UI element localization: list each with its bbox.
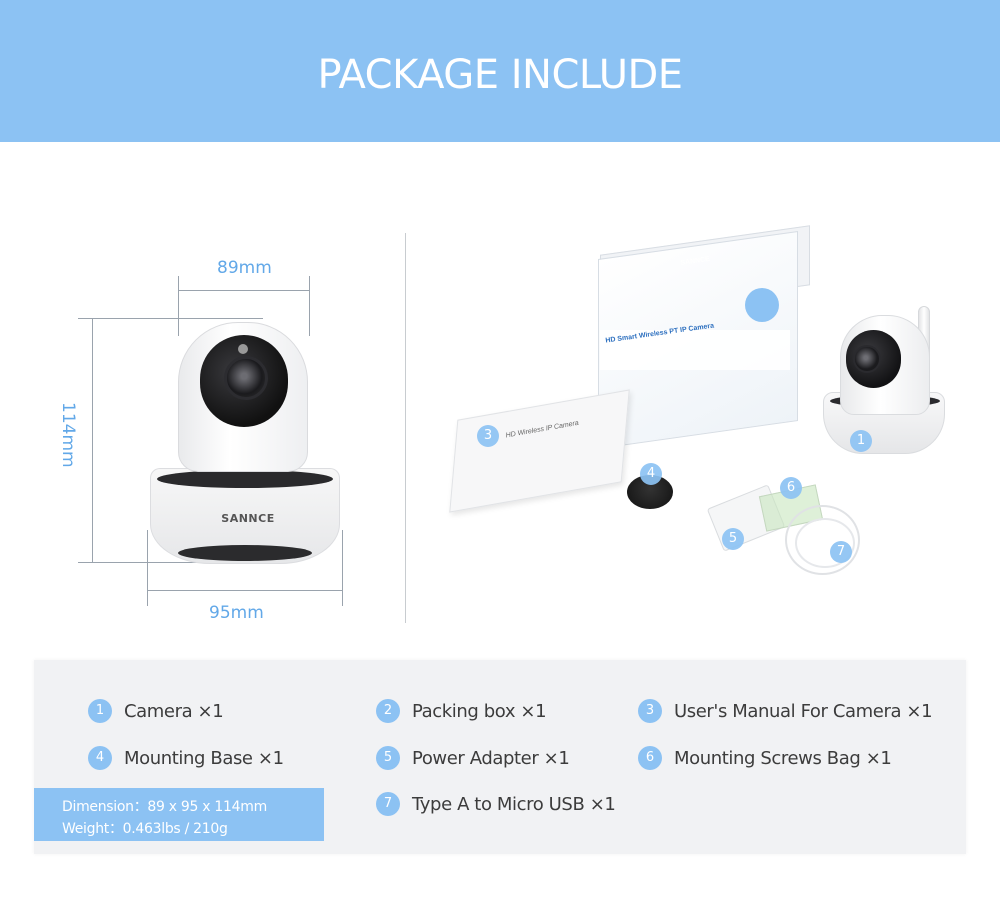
camera-lens	[224, 356, 268, 400]
specs-box	[34, 788, 324, 841]
camera-brand-logo: SANNCE	[221, 512, 275, 525]
list-item: 1 Camera ×1	[88, 698, 224, 724]
usb-cable-loop	[795, 518, 855, 568]
photo-badge-adapter: 5	[722, 528, 744, 550]
usb-cable	[785, 505, 860, 575]
item-label: Mounting Screws Bag ×1	[674, 747, 892, 769]
list-item: 5 Power Adapter ×1	[376, 745, 570, 771]
dimension-width-top-label: 89mm	[217, 258, 272, 278]
dimension-tick-top-left	[178, 276, 179, 336]
header-banner: PACKAGE INCLUDE	[0, 0, 1000, 142]
item-number-badge: 3	[638, 699, 662, 723]
list-item: 7 Type A to Micro USB ×1	[376, 791, 616, 817]
spec-dimension: Dimension：89 x 95 x 114mm	[62, 799, 267, 815]
item-label: User's Manual For Camera ×1	[674, 700, 933, 722]
photo-badge-camera: 1	[850, 430, 872, 452]
list-item: 2 Packing box ×1	[376, 698, 547, 724]
item-label: Type A to Micro USB ×1	[412, 793, 616, 815]
dimension-tick-bottom-right	[342, 530, 343, 606]
item-number-badge: 1	[88, 699, 112, 723]
dimension-tick-top-right	[309, 276, 310, 336]
section-divider	[405, 233, 406, 623]
item-number-badge: 6	[638, 746, 662, 770]
user-manual	[449, 389, 630, 513]
photo-camera-lens	[853, 345, 881, 373]
dimension-tick-height-bottom	[78, 562, 263, 563]
photo-badge-mount: 4	[640, 463, 662, 485]
item-label: Power Adapter ×1	[412, 747, 570, 769]
packing-box-circle	[745, 288, 779, 322]
dimension-width-bottom-label: 95mm	[209, 603, 264, 623]
dimension-height-label: 114mm	[58, 402, 78, 468]
dimension-tick-height-top	[78, 318, 263, 319]
item-number-badge: 5	[376, 746, 400, 770]
photo-badge-screws: 6	[780, 477, 802, 499]
list-item: 4 Mounting Base ×1	[88, 745, 284, 771]
camera-base-ring	[157, 470, 333, 488]
item-label: Packing box ×1	[412, 700, 547, 722]
dimension-line-height	[92, 318, 93, 563]
dimension-line-top	[178, 290, 310, 291]
camera-base-bottom	[178, 545, 312, 561]
spec-weight: Weight：0.463lbs / 210g	[62, 821, 228, 837]
packing-box-band	[600, 330, 790, 370]
page-title: PACKAGE INCLUDE	[317, 52, 683, 98]
item-label: Mounting Base ×1	[124, 747, 284, 769]
camera-ir-sensor	[238, 344, 248, 354]
item-number-badge: 4	[88, 746, 112, 770]
dimension-line-bottom	[147, 590, 343, 591]
item-number-badge: 7	[376, 792, 400, 816]
item-number-badge: 2	[376, 699, 400, 723]
photo-badge-cable: 7	[830, 541, 852, 563]
item-label: Camera ×1	[124, 700, 224, 722]
photo-badge-manual: 3	[477, 425, 499, 447]
dimension-tick-bottom-left	[147, 530, 148, 606]
list-item: 3 User's Manual For Camera ×1	[638, 698, 933, 724]
list-item: 6 Mounting Screws Bag ×1	[638, 745, 892, 771]
